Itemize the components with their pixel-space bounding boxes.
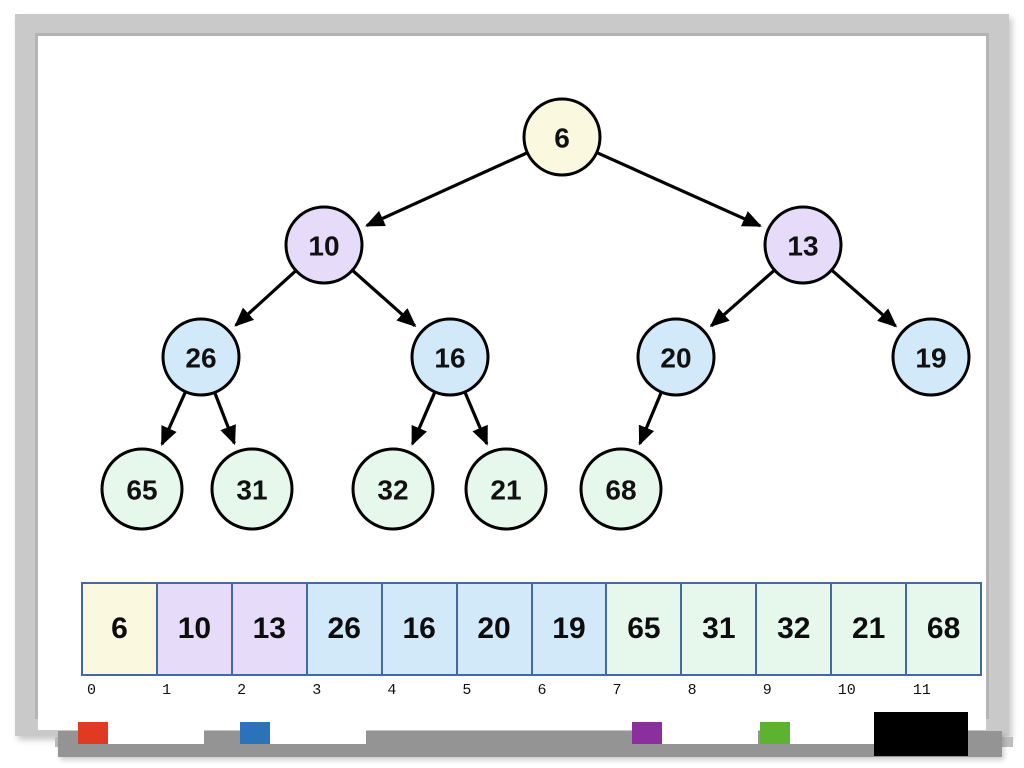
array-index-label: 8: [687, 682, 697, 699]
array-index-label: 0: [87, 682, 97, 699]
array-cell[interactable]: 21: [832, 584, 908, 674]
tree-node[interactable]: 19: [891, 317, 971, 397]
array-index-label: 5: [462, 682, 472, 699]
array-index-row: 0 1 2 3 4 5 6 7 8 9 10 11: [81, 682, 982, 699]
marker-body: [270, 722, 366, 744]
tree-node-circle: [763, 205, 843, 285]
tree-node-circle: [284, 205, 364, 285]
tree-node-label: 10: [308, 231, 339, 262]
array-index-label: 7: [612, 682, 622, 699]
tree-node-circle: [522, 97, 602, 177]
tree-edge: [831, 269, 898, 328]
marker-cap: [632, 722, 662, 744]
array-cell[interactable]: 26: [307, 584, 383, 674]
marker-cap: [240, 722, 270, 744]
tree-edge: [160, 391, 187, 447]
marker-body: [108, 722, 204, 744]
tree-node-label: 21: [490, 475, 521, 506]
array-index-label: 11: [912, 682, 931, 699]
tree-node-label: 32: [377, 475, 408, 506]
tree-node-circle: [100, 447, 184, 531]
tree-node-label: 65: [126, 475, 157, 506]
tree-node[interactable]: 20: [636, 317, 716, 397]
tree-edge: [365, 151, 528, 228]
array-index-label: 1: [162, 682, 172, 699]
array-cell[interactable]: 16: [382, 584, 458, 674]
tree-edges: [160, 151, 898, 447]
tree-node-circle: [161, 317, 241, 397]
tree-node-circle: [410, 317, 490, 397]
tree-node[interactable]: 68: [579, 447, 663, 531]
tree-edge: [596, 151, 762, 228]
tree-nodes: 6 10 13 26 16 20 19 65 31 32 21 68: [100, 97, 971, 531]
tree-node-circle: [210, 447, 294, 531]
tree-node-label: 19: [915, 343, 946, 374]
tree-node-circle: [579, 447, 663, 531]
binary-tree-diagram: 6 10 13 26 16 20 19 65 31 32 21 68: [100, 97, 971, 531]
tree-edge: [638, 392, 663, 446]
array-index-label: 4: [387, 682, 397, 699]
tree-edge: [213, 392, 236, 446]
tree-node-label: 6: [554, 123, 570, 154]
array-index-label: 3: [312, 682, 322, 699]
tree-node-circle: [891, 317, 971, 397]
tree-node[interactable]: 13: [763, 205, 843, 285]
tree-node-label: 68: [605, 475, 636, 506]
tree-node[interactable]: 21: [464, 447, 548, 531]
array-cell[interactable]: 6: [83, 584, 158, 674]
tree-node[interactable]: 10: [284, 205, 364, 285]
array-cell[interactable]: 68: [907, 584, 981, 674]
tree-node-label: 20: [660, 343, 691, 374]
eraser[interactable]: [874, 712, 968, 756]
array-cell[interactable]: 10: [157, 584, 233, 674]
array-cell[interactable]: 31: [682, 584, 758, 674]
tree-node[interactable]: 65: [100, 447, 184, 531]
array-cell[interactable]: 19: [532, 584, 608, 674]
marker-cap: [78, 722, 108, 744]
tree-node-label: 31: [236, 475, 267, 506]
tree-node-circle: [636, 317, 716, 397]
marker-cap: [760, 722, 790, 744]
array-index-label: 10: [837, 682, 856, 699]
tree-node[interactable]: 16: [410, 317, 490, 397]
array-cell[interactable]: 13: [232, 584, 308, 674]
tree-edge: [463, 392, 489, 446]
tree-node[interactable]: 32: [351, 447, 435, 531]
tree-node[interactable]: 31: [210, 447, 294, 531]
tree-node[interactable]: 6: [522, 97, 602, 177]
marker-body: [790, 722, 886, 744]
tree-node-circle: [464, 447, 548, 531]
tree-node-label: 26: [185, 343, 216, 374]
tree-edge: [352, 269, 417, 328]
array-index-label: 2: [237, 682, 247, 699]
tree-edge: [709, 269, 775, 328]
marker-body: [662, 722, 758, 744]
array-index-label: 6: [537, 682, 547, 699]
tree-node-label: 13: [787, 231, 818, 262]
array-index-label: 9: [762, 682, 772, 699]
array-cell[interactable]: 32: [757, 584, 833, 674]
tree-node[interactable]: 26: [161, 317, 241, 397]
tree-node-label: 16: [434, 343, 465, 374]
array-cell[interactable]: 20: [457, 584, 533, 674]
array-cell[interactable]: 65: [607, 584, 683, 674]
tree-node-circle: [351, 447, 435, 531]
tree-edge: [234, 270, 297, 327]
tree-edge: [410, 392, 437, 446]
